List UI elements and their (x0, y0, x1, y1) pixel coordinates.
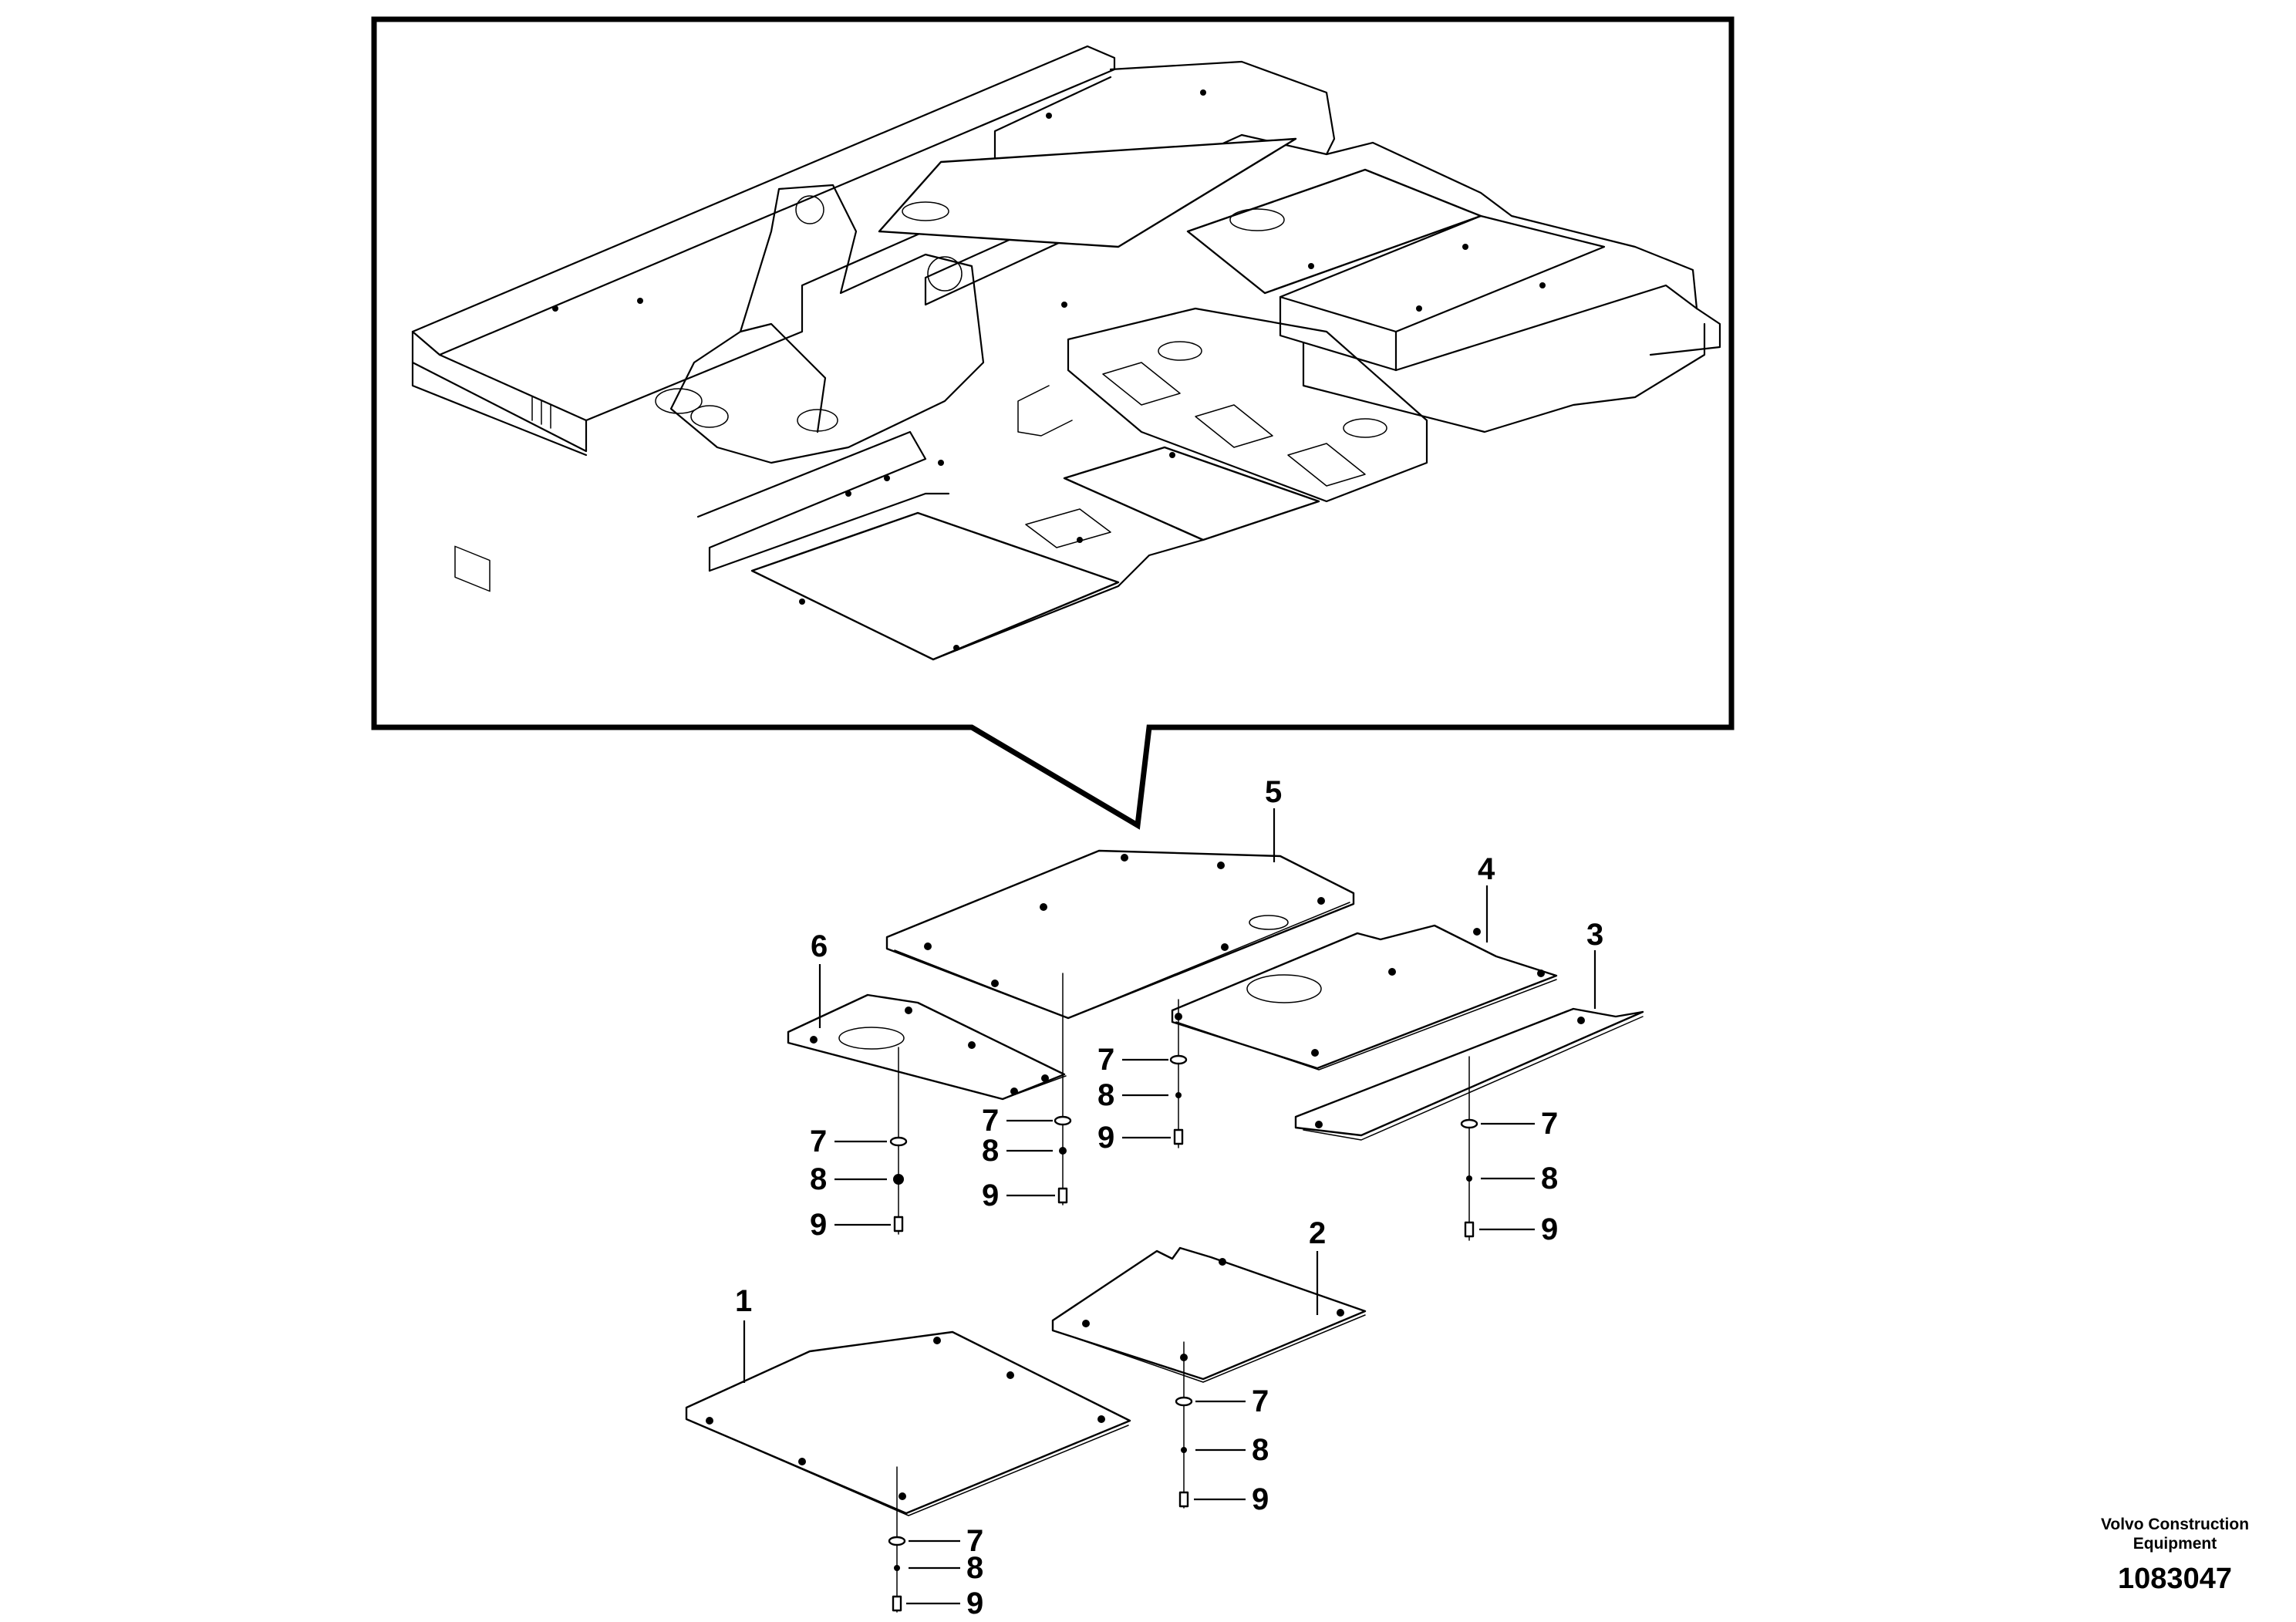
callout-7: 7 (982, 1104, 999, 1138)
callout-8: 8 (1097, 1078, 1114, 1112)
company-name-line1: Volvo Construction (2100, 1516, 2250, 1533)
callout-7: 7 (1541, 1107, 1558, 1141)
callout-2: 2 (1309, 1216, 1326, 1250)
callout-8: 8 (1541, 1162, 1558, 1195)
callout-8: 8 (982, 1134, 999, 1168)
callout-8: 8 (810, 1162, 827, 1196)
plate-6 (787, 993, 1066, 1101)
plate-2 (1051, 1246, 1367, 1381)
callout-3: 3 (1586, 918, 1603, 952)
callout-8: 8 (1252, 1433, 1269, 1467)
callout-labels: 5 6 4 3 2 1 7 8 9 7 8 9 7 8 9 7 8 9 7 8 … (735, 775, 1603, 1620)
upperstructure-frame-illustration (411, 45, 1721, 661)
callout-8: 8 (966, 1551, 983, 1585)
plate-5 (885, 849, 1355, 1020)
callout-9: 9 (1097, 1121, 1114, 1155)
callout-9: 9 (966, 1587, 983, 1620)
callout-7: 7 (1252, 1384, 1269, 1418)
callout-7: 7 (810, 1125, 827, 1158)
plate-1 (685, 1330, 1131, 1515)
callout-9: 9 (982, 1179, 999, 1212)
overview-frame (371, 16, 1735, 830)
leader-lines (743, 808, 1596, 1605)
callout-7: 7 (1097, 1043, 1114, 1077)
callout-4: 4 (1478, 852, 1495, 886)
document-number: 1083047 (2118, 1563, 2232, 1595)
callout-7: 7 (966, 1524, 983, 1558)
document-footer: Volvo Construction Equipment 1083047 (2082, 1515, 2267, 1597)
callout-9: 9 (1541, 1212, 1558, 1246)
callout-9: 9 (1252, 1482, 1269, 1516)
fastener-stacks (888, 973, 1478, 1613)
callout-9: 9 (810, 1208, 827, 1242)
callout-6: 6 (811, 929, 828, 963)
callout-5: 5 (1265, 775, 1282, 809)
callout-1: 1 (735, 1284, 752, 1318)
company-name-line2: Equipment (2132, 1535, 2217, 1553)
